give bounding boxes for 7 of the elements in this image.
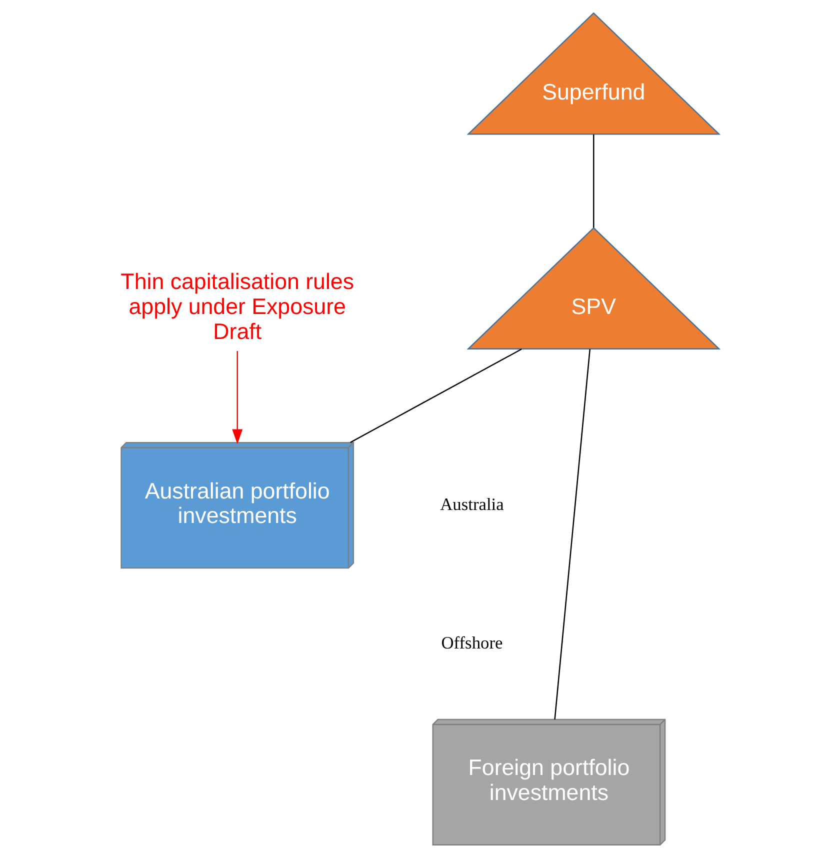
label: Australia <box>440 494 504 514</box>
arrow <box>232 351 243 444</box>
node-text: Thin capitalisation rules apply under Exposure Draft <box>120 269 354 344</box>
connector <box>554 349 591 720</box>
connector <box>593 134 594 228</box>
connector <box>350 348 522 444</box>
label: Offshore <box>441 633 503 652</box>
